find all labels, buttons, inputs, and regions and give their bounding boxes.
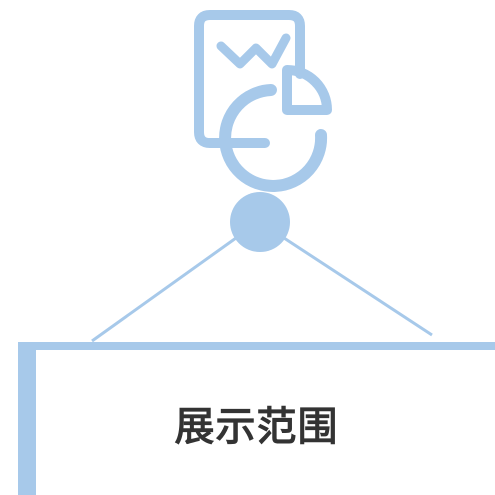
- hub-node: [230, 192, 290, 252]
- connector-line-right: [283, 236, 433, 337]
- label-text: 展示范围: [174, 403, 339, 450]
- label-box: [18, 342, 495, 495]
- connector-line-left: [91, 236, 237, 343]
- document-chart-icon: [194, 10, 332, 192]
